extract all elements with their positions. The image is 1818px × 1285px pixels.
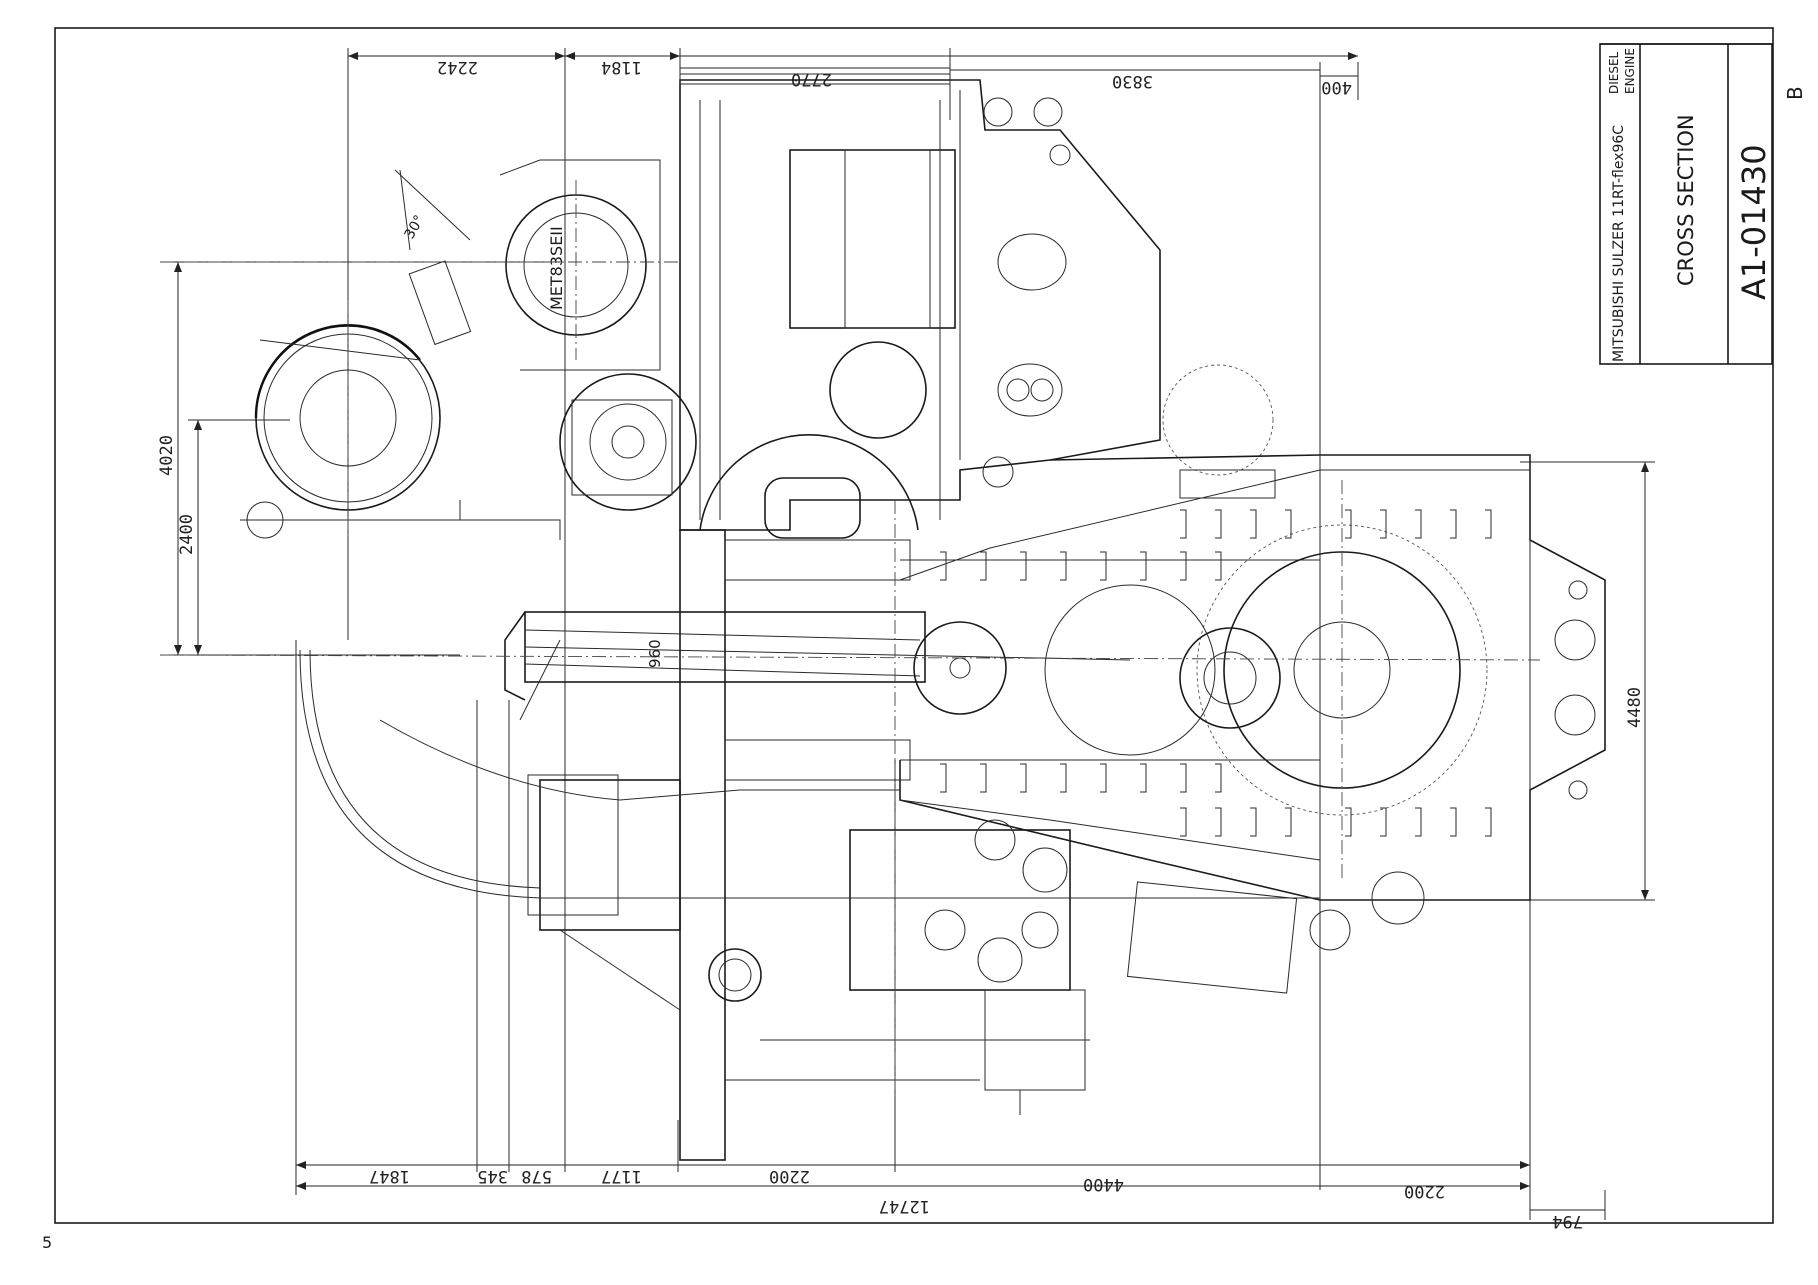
dim-top-4: 3830: [1112, 71, 1153, 91]
dim-left-2: 2400: [177, 514, 197, 555]
bedplate: [539, 529, 1090, 1161]
dim-bottom-2: 345: [477, 1166, 508, 1186]
dimension-labels: 2242 1184 2770 3830 400 4020 2400 4480 1…: [157, 57, 1645, 1231]
title-engine-name: MITSUBISHI SULZER 11RT-flex96C: [1611, 125, 1627, 362]
supply-unit: [849, 819, 1425, 1115]
page-number: 5: [42, 1233, 52, 1252]
title-view: CROSS SECTION: [1674, 114, 1698, 286]
dim-top-2: 1184: [601, 57, 642, 77]
title-drawing-number: A1-01430: [1735, 144, 1773, 300]
centre-lines: [159, 180, 1541, 1100]
inspection-door: [764, 477, 861, 539]
frame-slots: [940, 509, 1492, 837]
cylinder-block-outline: [679, 79, 1161, 531]
title-engine-type-1: DIESEL: [1607, 51, 1621, 94]
dim-bottom-7: 2200: [1404, 1181, 1445, 1201]
auxiliary-blower: [559, 373, 697, 511]
dim-top-1: 2242: [437, 57, 478, 77]
turbocharger: MET83SEII 30°: [394, 159, 661, 371]
dim-top-3: 2770: [791, 69, 832, 89]
turbocharger-label: MET83SEII: [547, 226, 566, 310]
dim-bottom-1: 1847: [369, 1166, 410, 1186]
dimension-lines: [168, 48, 1655, 1220]
pipe-runs: [240, 469, 1530, 916]
scavenge-air-receiver: [240, 324, 461, 539]
piston-assembly: 960: [504, 611, 1131, 715]
dim-bottom-3: 578: [521, 1166, 552, 1186]
dim-bottom-6: 4400: [1083, 1174, 1124, 1194]
engine-body: MET83SEII 30°: [159, 73, 1606, 1161]
dim-top-5: 400: [1321, 77, 1352, 97]
bore-label: 960: [646, 639, 664, 668]
dim-bottom-4: 1177: [601, 1166, 642, 1186]
dim-bottom-extra: 794: [1552, 1211, 1583, 1231]
dim-right: 4480: [1625, 687, 1645, 728]
dim-bottom-5: 2200: [769, 1166, 810, 1186]
exhaust-valve-circle: [829, 341, 927, 439]
drawing-border: [54, 27, 1774, 1224]
title-revision: B: [1783, 86, 1807, 100]
title-block: MITSUBISHI SULZER 11RT-flex96C DIESEL EN…: [1599, 43, 1807, 365]
dim-bottom-total: 12747: [879, 1196, 930, 1216]
dim-left-1: 4020: [157, 435, 177, 476]
title-engine-type-2: ENGINE: [1623, 48, 1637, 94]
